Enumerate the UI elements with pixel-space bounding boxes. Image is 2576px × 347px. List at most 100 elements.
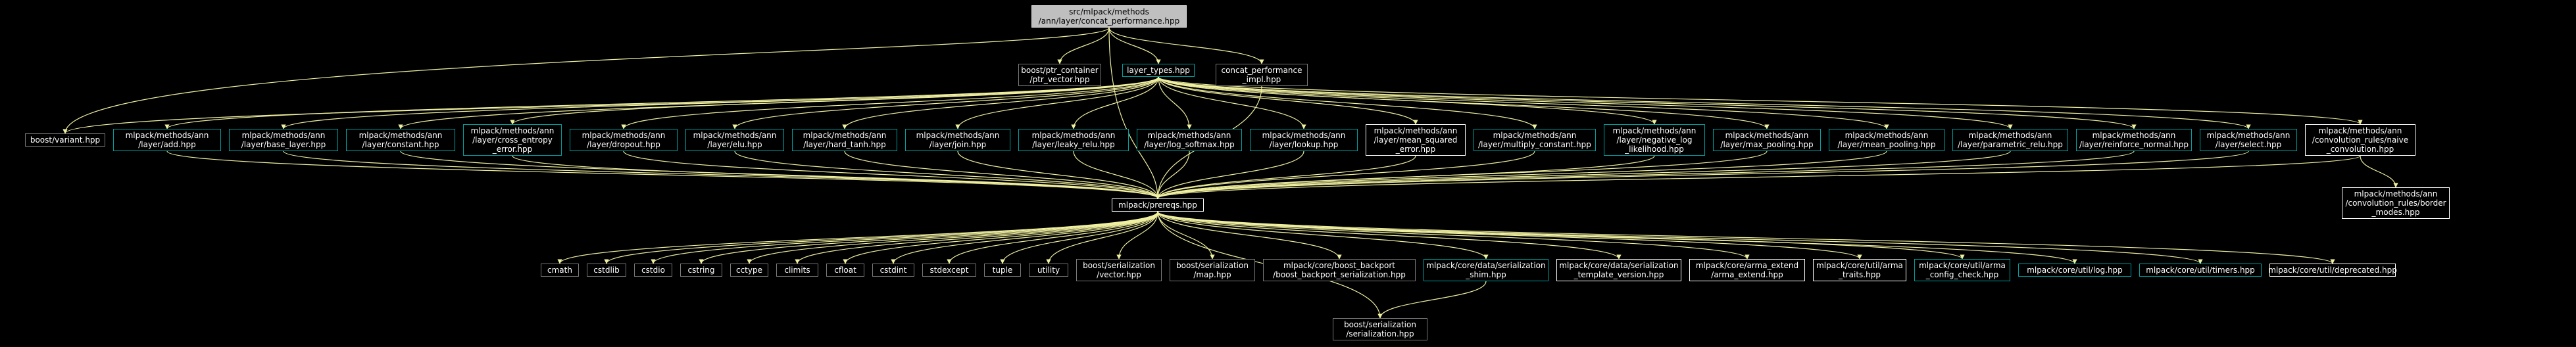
edge-prereqs-log [1157,211,2077,264]
edge-lt-meanp [1158,76,1889,129]
edge-prereqs-arma [1157,211,1750,260]
edge-mse-prereqs [1155,155,1416,199]
edge-prereqs-utility [1046,211,1158,264]
node-nll[interactable]: mlpack/methods/ann /layer/negative_log _… [1604,124,1705,156]
edge-lt-drop [621,76,1159,129]
edge-prereqs-cmath [557,211,1158,264]
edge-lt-mse [1158,76,1418,125]
node-naive[interactable]: mlpack/methods/ann /convolution_rules/na… [2305,124,2415,156]
edge-prereqs-bmap [1157,211,1215,260]
edge-prelu-prereqs [1155,150,2011,199]
edge-lt-ce [510,76,1159,125]
edge-prereqs-atraits [1157,211,1862,260]
node-const[interactable]: mlpack/methods/ann /layer/constant.hpp [346,129,455,151]
edge-root-cpi [1108,27,1264,64]
edge-prereqs-cfloat [843,211,1158,264]
node-maxp[interactable]: mlpack/methods/ann /layer/max_pooling.hp… [1713,129,1821,151]
node-base[interactable]: mlpack/methods/ann /layer/base_layer.hpp [229,129,338,151]
edge-prereqs-acfg [1157,211,1965,260]
edge-prereqs-bvec [1116,211,1158,260]
edge-lt-base [281,76,1159,129]
node-drop[interactable]: mlpack/methods/ann /layer/dropout.hpp [570,129,678,151]
node-cfloat[interactable]: cfloat [826,264,864,277]
node-cstdio[interactable]: cstdio [634,264,672,277]
node-tver[interactable]: mlpack/core/data/serialization _template… [1556,259,1681,281]
node-arma[interactable]: mlpack/core/arma_extend /arma_extend.hpp [1689,259,1805,281]
node-cctype[interactable]: cctype [730,264,768,277]
node-climits[interactable]: climits [776,264,818,277]
node-log[interactable]: mlpack/core/util/log.hpp [2018,264,2131,277]
node-lsm[interactable]: mlpack/methods/ann /layer/log_softmax.hp… [1137,129,1242,151]
node-look[interactable]: mlpack/methods/ann /layer/lookup.hpp [1250,129,1358,151]
node-utility[interactable]: utility [1029,264,1068,277]
edge-prereqs-tuple [1000,211,1158,264]
edge-lt-ht [842,76,1159,129]
edge-rn-prereqs [1155,150,2135,199]
node-cpi[interactable]: concat_performance _impl.hpp [1216,64,1308,86]
node-acfg[interactable]: mlpack/core/util/arma _config_check.hpp [1914,259,2010,281]
edge-prereqs-cstdint [891,211,1158,264]
edge-lt-look [1158,76,1306,129]
node-root[interactable]: src/mlpack/methods /ann/layer/concat_per… [1031,5,1187,28]
node-ht[interactable]: mlpack/methods/ann /layer/hard_tanh.hpp [792,129,897,151]
edge-root-lt [1108,27,1161,64]
node-elu[interactable]: mlpack/methods/ann /layer/elu.hpp [685,129,784,151]
edge-sel-prereqs [1155,150,2249,199]
node-bbs[interactable]: mlpack/core/boost_backport /boost_backpo… [1263,259,1416,281]
edge-base-prereqs [283,150,1160,199]
node-meanp[interactable]: mlpack/methods/ann /layer/mean_pooling.h… [1829,129,1944,151]
node-bvec[interactable]: boost/serialization /vector.hpp [1076,259,1162,281]
node-mc[interactable]: mlpack/methods/ann /layer/multiply_const… [1474,129,1596,151]
edge-elu-prereqs [734,150,1160,199]
edge-naive-prereqs [1155,155,2361,199]
edge-shim-ser [1377,281,1487,319]
node-ptr[interactable]: boost/ptr_container /ptr_vector.hpp [1018,64,1101,86]
edge-mc-prereqs [1155,150,1535,199]
node-variant[interactable]: boost/variant.hpp [25,133,105,147]
node-bmap[interactable]: boost/serialization /map.hpp [1170,259,1255,281]
node-sel[interactable]: mlpack/methods/ann /layer/select.hpp [2200,129,2297,151]
edge-prereqs-cstring [699,211,1158,264]
edge-lrelu-prereqs [1073,150,1160,199]
edge-prereqs-tver [1157,211,1622,260]
edge-root-prereqs [1108,27,1160,199]
node-cstdlib[interactable]: cstdlib [587,264,626,277]
edge-prereqs-bbs [1157,211,1342,260]
edge-prereqs-cctype [747,211,1158,264]
node-tuple[interactable]: tuple [984,264,1021,277]
edge-root-variant [62,27,1110,134]
edge-lt-elu [732,76,1159,129]
node-ser[interactable]: boost/serialization /serialization.hpp [1333,318,1427,340]
edge-lt-mc [1158,76,1537,129]
node-depr[interactable]: mlpack/core/util/deprecated.hpp [2268,264,2397,277]
node-join[interactable]: mlpack/methods/ann /layer/join.hpp [905,129,1010,151]
node-ce[interactable]: mlpack/methods/ann /layer/cross_entropy … [463,124,562,156]
node-stdexcept[interactable]: stdexcept [922,264,976,277]
edge-lt-lrelu [1071,76,1159,129]
edge-naive-border [2360,155,2398,188]
node-mse[interactable]: mlpack/methods/ann /layer/mean_squared _… [1366,124,1466,156]
edge-meanp-prereqs [1155,150,1887,199]
node-prereqs[interactable]: mlpack/prereqs.hpp [1112,198,1204,212]
node-lrelu[interactable]: mlpack/methods/ann /layer/leaky_relu.hpp [1018,129,1129,151]
edge-lt-add [164,76,1159,129]
edge-prereqs-stdexcept [947,211,1158,264]
edge-add-prereqs [166,150,1160,199]
node-cstdint[interactable]: cstdint [872,264,914,277]
node-add[interactable]: mlpack/methods/ann /layer/add.hpp [113,129,221,151]
edge-drop-prereqs [623,150,1160,199]
edge-ht-prereqs [844,150,1160,199]
edge-lt-maxp [1158,76,1770,129]
node-border[interactable]: mlpack/methods/ann /convolution_rules/bo… [2342,187,2450,219]
node-rn[interactable]: mlpack/methods/ann /layer/reinforce_norm… [2076,129,2192,151]
node-timers[interactable]: mlpack/core/util/timers.hpp [2139,264,2262,277]
edge-lt-prelu [1158,76,2013,129]
node-atraits[interactable]: mlpack/core/util/arma _traits.hpp [1813,259,1906,281]
node-cmath[interactable]: cmath [541,264,579,277]
node-lt[interactable]: layer_types.hpp [1122,64,1195,77]
node-shim[interactable]: mlpack/core/data/serialization _shim.hpp [1424,259,1548,281]
edge-lt-variant [62,76,1159,134]
node-cstring[interactable]: cstring [680,264,722,277]
node-prelu[interactable]: mlpack/methods/ann /layer/parametric_rel… [1952,129,2068,151]
edge-lt-lsm [1158,76,1192,129]
